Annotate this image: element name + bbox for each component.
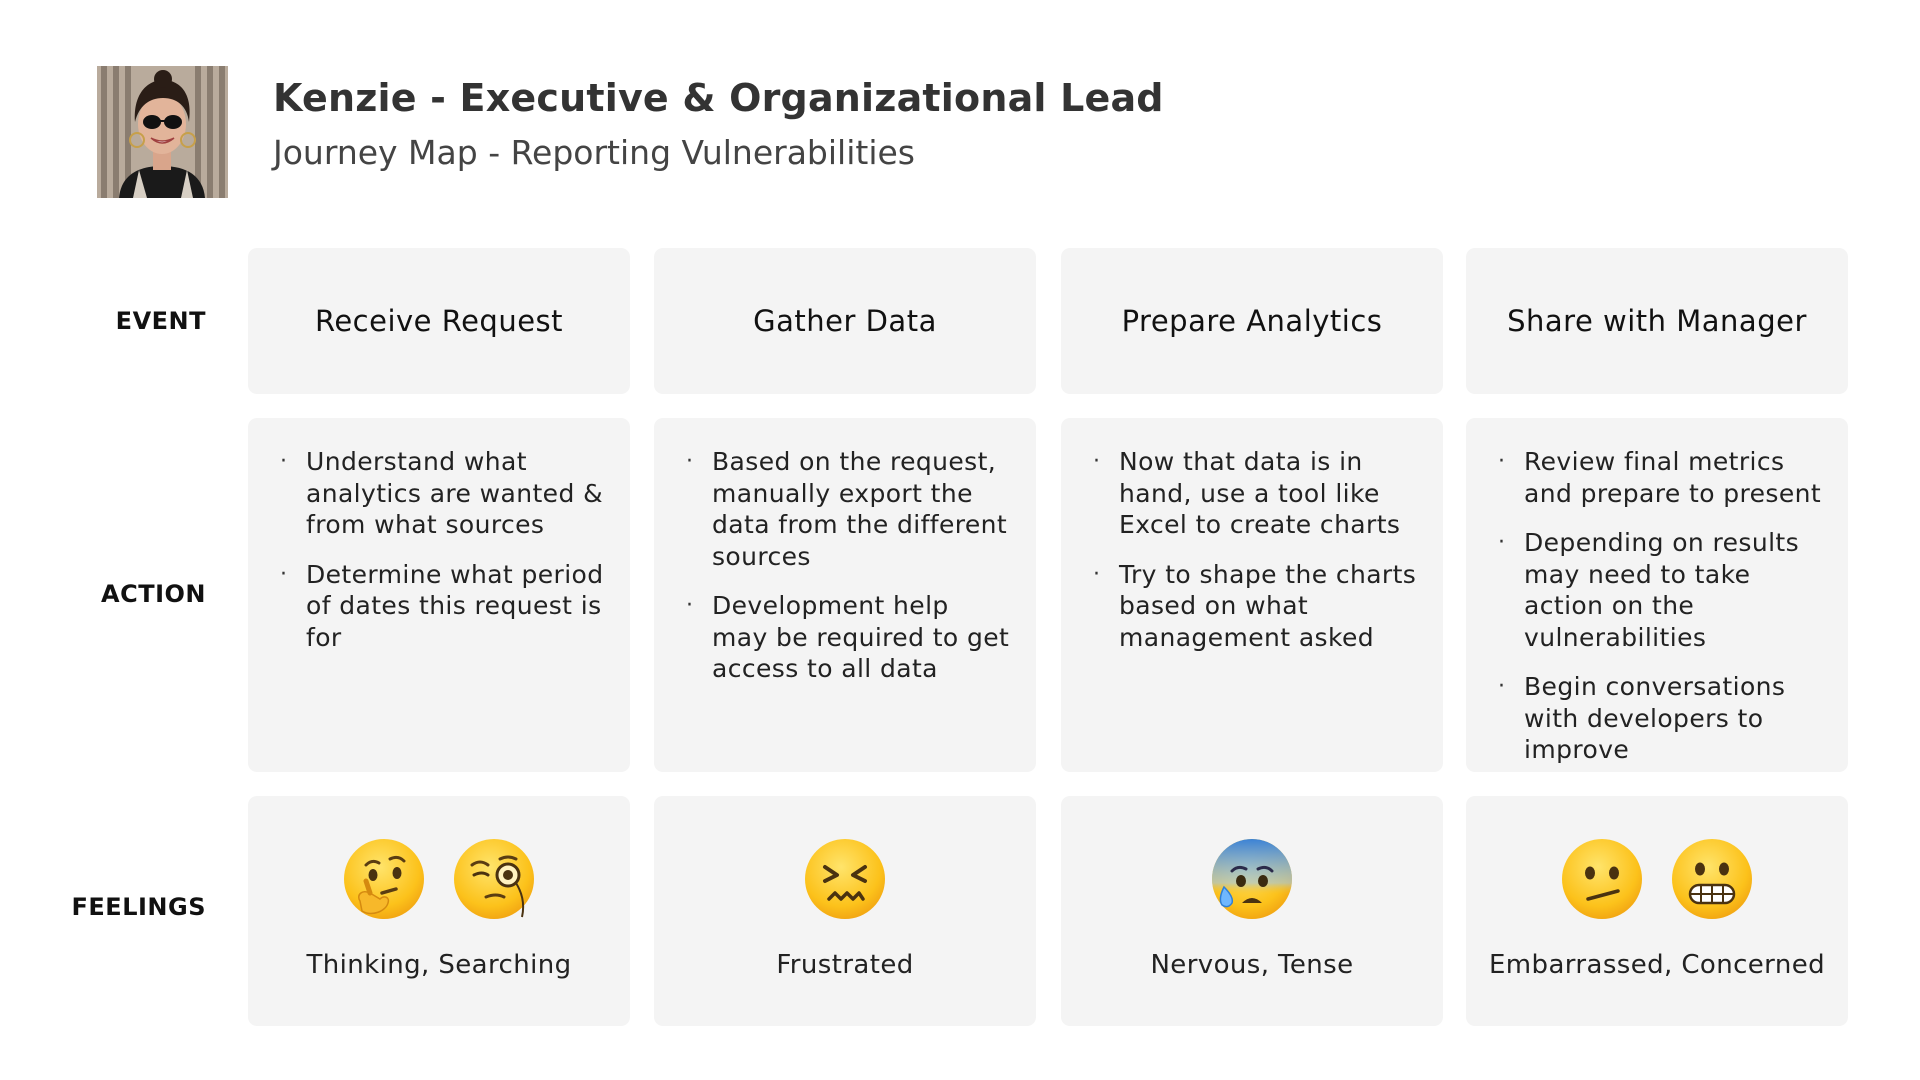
thinking-face-icon: [344, 839, 424, 919]
feelings-label: Embarrassed, Concerned: [1488, 950, 1825, 980]
anxious-face-with-sweat-icon: [1212, 839, 1292, 919]
action-list: Based on the request, manually export th…: [686, 446, 1012, 685]
action-item: Understand what analytics are wanted & f…: [280, 446, 606, 541]
row-label-event: EVENT: [115, 307, 206, 335]
event-card: Receive Request: [248, 248, 630, 394]
feelings-card: Thinking, Searching: [248, 796, 630, 1026]
action-item: Review final metrics and prepare to pres…: [1498, 446, 1824, 509]
action-list: Review final metrics and prepare to pres…: [1498, 446, 1824, 766]
feelings-label: Frustrated: [776, 950, 914, 980]
grimacing-face-icon: [1672, 839, 1752, 919]
action-list: Now that data is in hand, use a tool lik…: [1093, 446, 1419, 653]
action-item: Based on the request, manually export th…: [686, 446, 1012, 572]
feelings-label: Thinking, Searching: [306, 950, 572, 980]
event-title: Prepare Analytics: [1121, 304, 1383, 338]
event-title: Receive Request: [314, 304, 564, 338]
face-with-monocle-icon: [454, 839, 534, 919]
event-card: Share with Manager: [1466, 248, 1848, 394]
action-card: Understand what analytics are wanted & f…: [248, 418, 630, 772]
page-subtitle: Journey Map - Reporting Vulnerabilities: [273, 133, 915, 172]
feelings-card: Nervous, Tense: [1061, 796, 1443, 1026]
action-item: Depending on results may need to take ac…: [1498, 527, 1824, 653]
action-item: Determine what period of dates this requ…: [280, 559, 606, 654]
confused-face-icon: [1562, 839, 1642, 919]
page-title: Kenzie - Executive & Organizational Lead: [273, 76, 1164, 120]
feelings-label: Nervous, Tense: [1150, 950, 1354, 980]
event-card: Prepare Analytics: [1061, 248, 1443, 394]
action-card: Review final metrics and prepare to pres…: [1466, 418, 1848, 772]
event-card: Gather Data: [654, 248, 1036, 394]
event-title: Gather Data: [753, 304, 937, 338]
action-item: Begin conversations with developers to i…: [1498, 671, 1824, 766]
event-title: Share with Manager: [1507, 304, 1807, 338]
action-card: Now that data is in hand, use a tool lik…: [1061, 418, 1443, 772]
action-item: Try to shape the charts based on what ma…: [1093, 559, 1419, 654]
feelings-card: Frustrated: [654, 796, 1036, 1026]
action-card: Based on the request, manually export th…: [654, 418, 1036, 772]
row-label-action: ACTION: [101, 580, 206, 608]
action-item: Development help may be required to get …: [686, 590, 1012, 685]
feelings-card: Embarrassed, Concerned: [1466, 796, 1848, 1026]
row-label-feelings: FEELINGS: [71, 893, 206, 921]
action-item: Now that data is in hand, use a tool lik…: [1093, 446, 1419, 541]
action-list: Understand what analytics are wanted & f…: [280, 446, 606, 653]
confounded-face-icon: [805, 839, 885, 919]
persona-avatar: [97, 66, 228, 198]
